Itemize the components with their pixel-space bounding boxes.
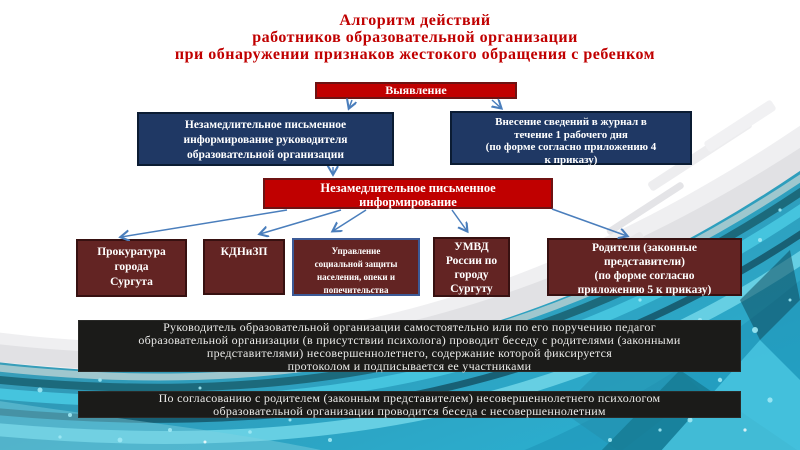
note-minor-talk-box: По согласованию с родителем (законным пр… [78,391,741,418]
recipient-kdnizp-box: КДНиЗП [203,239,285,295]
note-parents-talk-box: Руководитель образовательной организации… [78,320,741,373]
recipient-parents-box: Родители (законные представители) (по фо… [547,238,742,296]
written-informing-box: Незамедлительное письменное информирован… [263,178,553,209]
detection-box: Выявление [315,82,517,99]
journal-entry-box: Внесение сведений в журнал в течение 1 р… [450,111,692,166]
recipient-umvd-box: УМВД России по городу Сургуту [433,237,510,297]
recipient-prosecutor-box: Прокуратура города Сургута [76,239,187,297]
inform-director-box: Незамедлительное письменное информирован… [137,112,394,166]
recipient-social-protection-box: Управление социальной защиты населения, … [292,238,420,296]
slide-title: Алгоритм действий работников образовател… [174,12,656,63]
